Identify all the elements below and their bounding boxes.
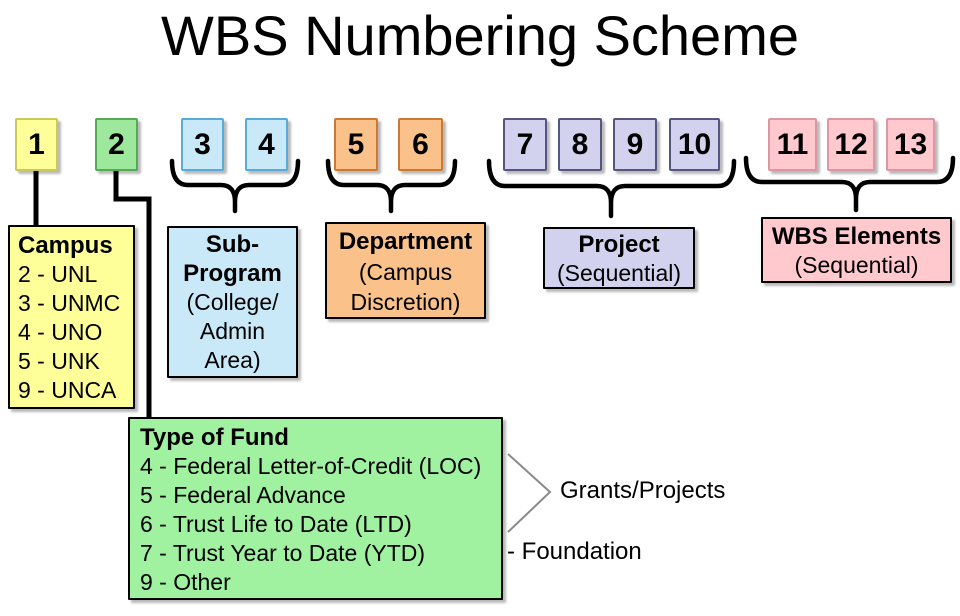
campus-item: 9 - UNCA <box>18 377 117 403</box>
digit-box-11: 11 <box>768 118 817 171</box>
digit-box-7: 7 <box>503 118 547 171</box>
wbs-elements-box: WBS Elements (Sequential) <box>761 217 952 283</box>
department-box: Department (Campus Discretion) <box>325 222 486 319</box>
sub-program-title-line: Sub- <box>205 231 260 258</box>
project-note: (Sequential) <box>556 260 682 286</box>
digit-box-13: 13 <box>886 118 935 171</box>
type-of-fund-item: 4 - Federal Letter-of-Credit (LOC) <box>140 453 482 479</box>
campus-item: 5 - UNK <box>18 348 100 374</box>
department-note-line: (Campus <box>358 259 453 285</box>
wbs-elements-title: WBS Elements <box>771 223 942 250</box>
sub-program-note-line: Area) <box>204 347 261 373</box>
type-of-fund-box: Type of Fund 4 - Federal Letter-of-Credi… <box>128 417 503 600</box>
campus-box: Campus 2 - UNL 3 - UNMC 4 - UNO 5 - UNK … <box>8 225 135 409</box>
project-box: Project (Sequential) <box>543 227 695 289</box>
campus-item: 2 - UNL <box>18 261 98 287</box>
campus-item: 4 - UNO <box>18 319 103 345</box>
digit-box-4: 4 <box>245 118 288 171</box>
digit-box-6: 6 <box>398 118 443 171</box>
digit-box-10: 10 <box>669 118 720 171</box>
type-of-fund-item: 6 - Trust Life to Date (LTD) <box>140 511 412 537</box>
type-of-fund-title: Type of Fund <box>140 424 289 451</box>
digit-box-8: 8 <box>558 118 602 171</box>
grants-projects-label: Grants/Projects <box>560 477 726 504</box>
digit-box-9: 9 <box>613 118 657 171</box>
sub-program-box: Sub- Program (College/ Admin Area) <box>167 226 298 378</box>
diagram-title: WBS Numbering Scheme <box>160 4 799 67</box>
foundation-label: - Foundation <box>507 538 642 565</box>
digit-box-2: 2 <box>95 118 138 171</box>
digit-box-1: 1 <box>15 118 58 171</box>
type-of-fund-item: 9 - Other <box>140 569 231 595</box>
department-note-line: Discretion) <box>350 289 461 315</box>
type-of-fund-item: 7 - Trust Year to Date (YTD) <box>140 540 426 566</box>
campus-title: Campus <box>18 232 113 259</box>
grants-chevron <box>507 453 552 533</box>
digit-box-12: 12 <box>827 118 875 171</box>
type-of-fund-item: 5 - Federal Advance <box>140 482 346 508</box>
digit-box-5: 5 <box>334 118 378 171</box>
sub-program-note-line: (College/ <box>186 289 279 315</box>
campus-item: 3 - UNMC <box>18 290 121 316</box>
sub-program-note-line: Admin <box>199 318 266 344</box>
digit-box-3: 3 <box>181 118 224 171</box>
project-title: Project <box>578 231 660 258</box>
department-title: Department <box>338 228 473 255</box>
wbs-elements-note: (Sequential) <box>794 252 919 278</box>
sub-program-title-line: Program <box>183 260 282 287</box>
